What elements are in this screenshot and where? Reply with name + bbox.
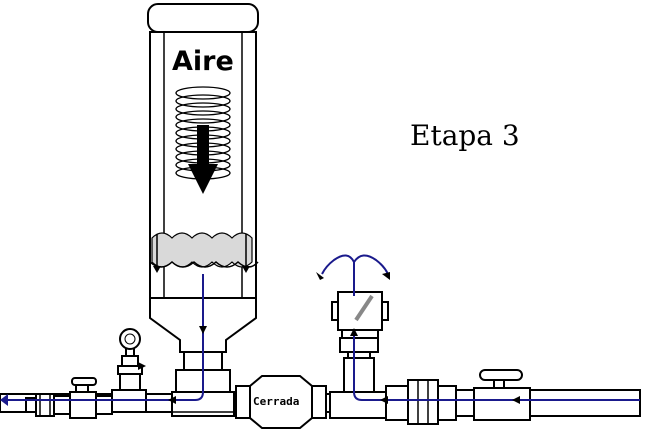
water-descent-arrows bbox=[153, 234, 250, 273]
hex-fitting-left bbox=[25, 393, 71, 417]
gauge-branch bbox=[111, 347, 147, 413]
flow-path bbox=[0, 254, 640, 406]
water-surface bbox=[149, 232, 259, 268]
stage-label: Etapa 3 bbox=[410, 119, 520, 152]
check-valve-disk bbox=[354, 294, 374, 322]
valve-state-label: Cerrada bbox=[253, 395, 299, 408]
tee-right bbox=[329, 337, 387, 419]
pressure-gauge-icon bbox=[119, 328, 141, 350]
thick-down-arrow-icon bbox=[188, 125, 218, 194]
closed-valve: Cerrada bbox=[235, 375, 327, 429]
check-valve bbox=[331, 291, 389, 339]
ball-valve-right bbox=[455, 369, 641, 421]
ball-valve-left bbox=[69, 377, 113, 419]
pipe-union bbox=[385, 379, 457, 425]
air-label: Aire bbox=[172, 46, 234, 77]
